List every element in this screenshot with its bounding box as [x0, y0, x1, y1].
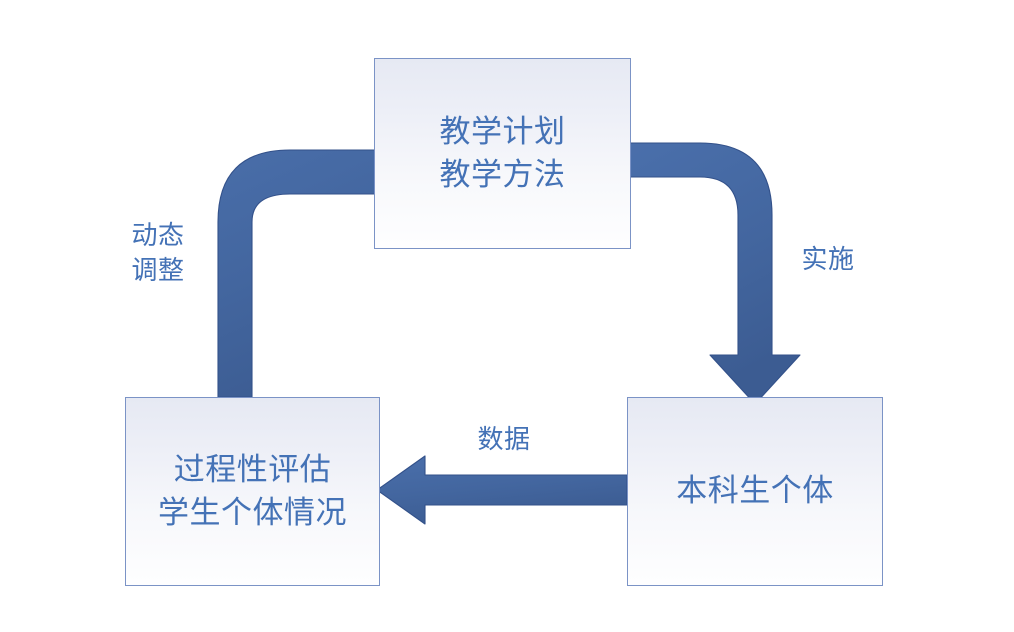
- edge-label-dynamic-adjustment: 动态 调整: [131, 221, 185, 287]
- node-teaching-plan-label: 教学计划 教学方法: [439, 113, 566, 193]
- node-undergraduate-individual[interactable]: 本科生个体: [627, 397, 883, 586]
- arrow-implement: [629, 142, 801, 405]
- edge-label-implement: 实施: [801, 245, 855, 275]
- edge-label-data: 数据: [477, 425, 531, 455]
- node-process-assessment-label: 过程性评估 学生个体情况: [158, 451, 347, 531]
- node-process-assessment[interactable]: 过程性评估 学生个体情况: [125, 397, 380, 586]
- node-teaching-plan[interactable]: 教学计划 教学方法: [374, 58, 631, 249]
- node-undergraduate-individual-label: 本科生个体: [676, 473, 834, 510]
- arrow-data: [376, 455, 628, 525]
